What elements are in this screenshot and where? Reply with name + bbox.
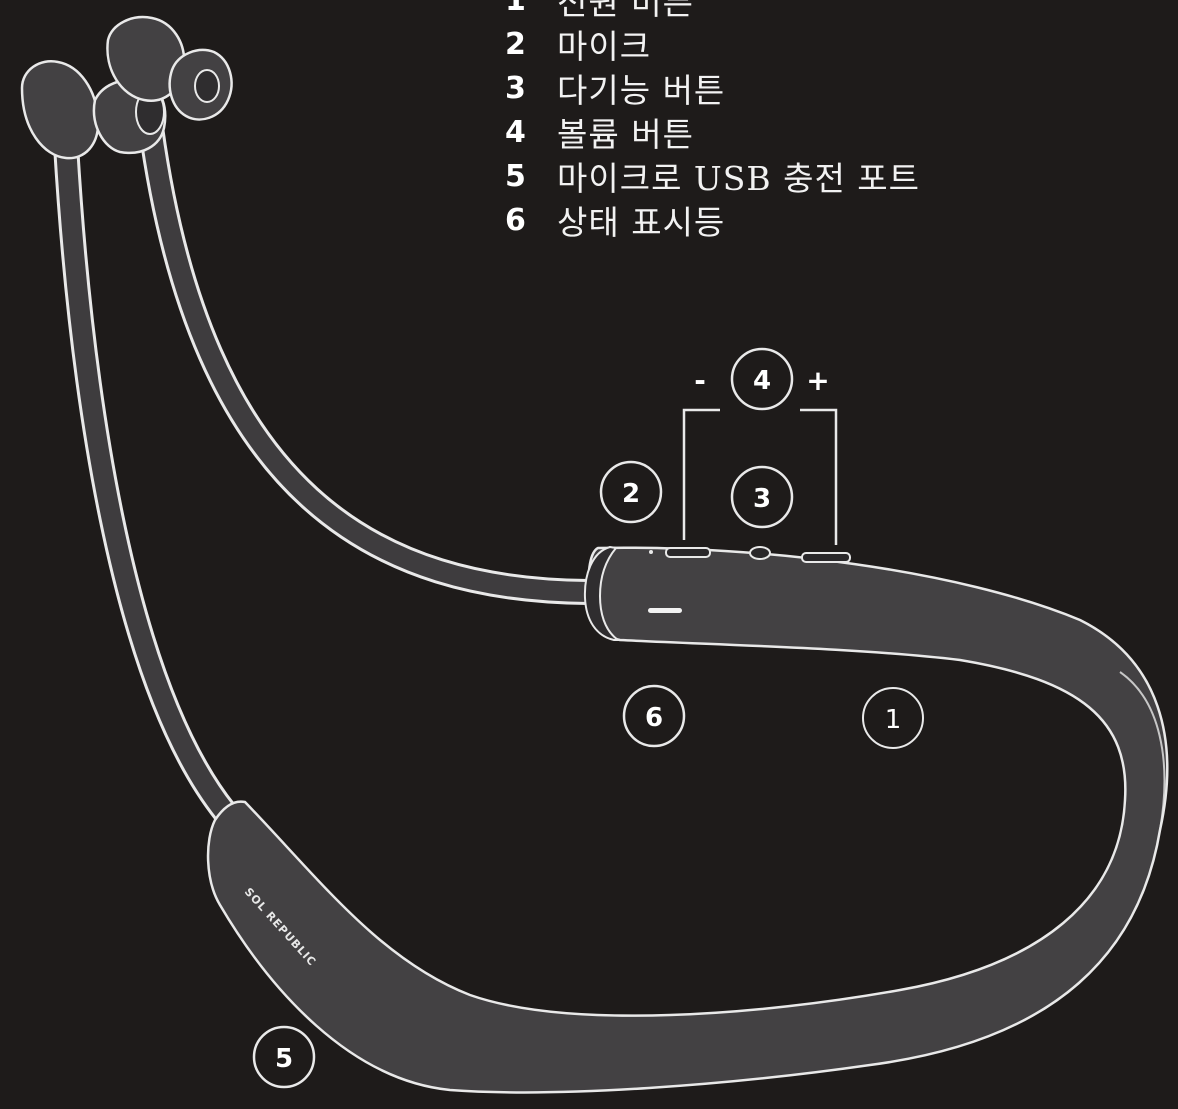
legend-number: 3 xyxy=(505,70,526,106)
volume-bracket xyxy=(682,408,838,545)
microphone-hole xyxy=(649,550,653,554)
legend-label: 마이크로 USB 충전 포트 xyxy=(557,159,921,198)
callout-3: 3 xyxy=(730,465,794,529)
legend: 1 전원 버튼 2 마이크 3 다기능 버튼 4 볼륨 버튼 5 마이크로 US… xyxy=(505,0,920,242)
right-earbud xyxy=(106,15,233,121)
legend-label: 마이크 xyxy=(557,27,652,66)
legend-number: 5 xyxy=(505,158,526,194)
svg-text:1: 1 xyxy=(885,705,902,735)
neckband xyxy=(206,546,1169,1094)
legend-item-volume: 4 볼륨 버튼 xyxy=(505,110,920,155)
status-led xyxy=(648,608,682,613)
legend-item-status-led: 6 상태 표시등 xyxy=(505,198,920,243)
callout-5: 5 xyxy=(252,1025,316,1089)
legend-item-power: 1 전원 버튼 xyxy=(505,0,920,22)
legend-number: 2 xyxy=(505,26,526,62)
control-pod-cap xyxy=(583,545,622,641)
volume-minus-sign: - xyxy=(694,364,706,397)
legend-item-multifunction: 3 다기능 버튼 xyxy=(505,66,920,111)
callout-6: 6 xyxy=(622,684,686,748)
legend-item-usb-port: 5 마이크로 USB 충전 포트 xyxy=(505,154,921,199)
svg-text:2: 2 xyxy=(622,479,640,509)
left-cable xyxy=(53,132,238,825)
legend-number: 6 xyxy=(505,202,526,238)
svg-text:5: 5 xyxy=(275,1044,293,1074)
volume-plus-button[interactable] xyxy=(801,552,851,563)
callout-1: 1 xyxy=(862,687,924,749)
legend-label: 전원 버튼 xyxy=(557,0,694,22)
legend-number: 4 xyxy=(505,114,526,150)
volume-minus-button[interactable] xyxy=(665,547,711,558)
legend-label: 다기능 버튼 xyxy=(557,71,726,110)
callout-4: 4 xyxy=(730,347,794,411)
legend-item-mic: 2 마이크 xyxy=(505,22,920,67)
callout-2: 2 xyxy=(599,460,663,524)
legend-number: 1 xyxy=(505,0,526,18)
legend-label: 볼륨 버튼 xyxy=(557,115,694,154)
volume-plus-sign: + xyxy=(806,364,829,397)
svg-text:3: 3 xyxy=(753,484,771,514)
legend-label: 상태 표시등 xyxy=(557,203,726,242)
svg-text:4: 4 xyxy=(753,366,771,396)
multifunction-button[interactable] xyxy=(749,546,771,560)
svg-text:6: 6 xyxy=(645,703,663,733)
left-earbud xyxy=(20,59,167,160)
